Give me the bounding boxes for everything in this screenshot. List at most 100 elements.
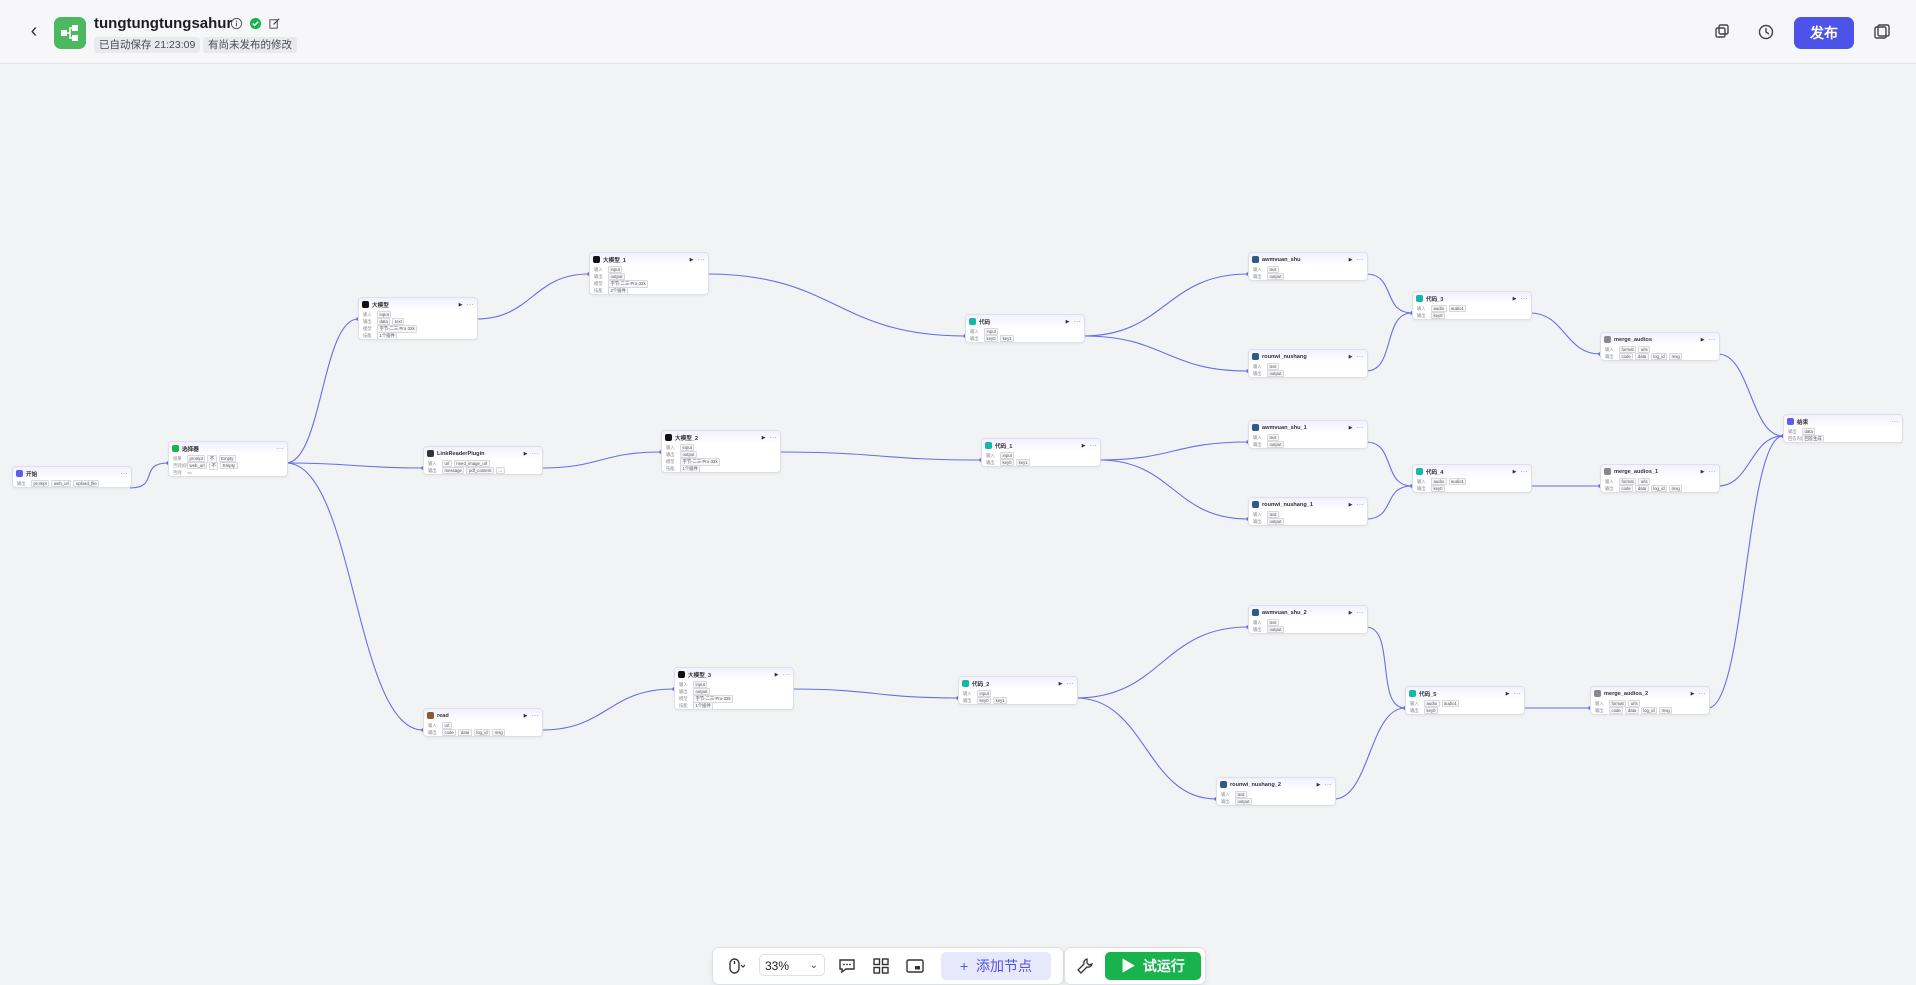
edge-awm-code3[interactable] <box>1365 273 1413 314</box>
more-icon[interactable]: ··· <box>1356 609 1364 616</box>
more-icon[interactable]: ··· <box>1356 256 1364 263</box>
more-icon[interactable]: ··· <box>1324 781 1332 788</box>
edge-bigmodel2-code1[interactable] <box>778 451 982 461</box>
edge-read-bigmodel3[interactable] <box>540 688 675 731</box>
test-run-button[interactable]: ▶ 试运行 <box>1105 952 1201 980</box>
play-icon[interactable]: ▶ <box>1065 318 1070 325</box>
edge-code2-rxu2[interactable] <box>1075 697 1217 800</box>
edge-bigmodel1-code[interactable] <box>706 273 966 337</box>
play-icon[interactable]: ▶ <box>689 256 694 263</box>
mouse-icon[interactable] <box>725 956 745 976</box>
play-icon[interactable]: ▶ <box>1348 501 1353 508</box>
play-icon[interactable]: ▶ <box>1348 424 1353 431</box>
play-icon[interactable]: ▶ <box>523 450 528 457</box>
edge-selector-link[interactable] <box>285 462 424 469</box>
play-icon[interactable]: ▶ <box>1512 468 1517 475</box>
more-icon[interactable]: ··· <box>1708 468 1716 475</box>
edge-awm1-code4[interactable] <box>1365 441 1413 487</box>
more-icon[interactable]: ··· <box>276 445 284 452</box>
more-icon[interactable]: ··· <box>1520 468 1528 475</box>
more-icon[interactable]: ··· <box>1066 680 1074 687</box>
edge-start-selector[interactable] <box>129 462 169 489</box>
play-icon[interactable]: ▶ <box>1316 781 1321 788</box>
grid-icon[interactable] <box>871 956 891 976</box>
edge-code-rxu[interactable] <box>1082 335 1249 372</box>
edge-bigmodel3-code2[interactable] <box>791 688 959 699</box>
play-icon[interactable]: ▶ <box>1348 353 1353 360</box>
more-icon[interactable]: ··· <box>1356 424 1364 431</box>
more-icon[interactable]: ··· <box>531 712 539 719</box>
edge-rxu1-code4[interactable] <box>1365 485 1413 520</box>
zoom-select[interactable]: 33%⌄ <box>759 954 825 976</box>
edge-code3-merge[interactable] <box>1529 312 1601 355</box>
edge-merge-end[interactable] <box>1717 353 1784 437</box>
layout-icon[interactable] <box>1872 22 1892 42</box>
play-icon[interactable]: ▶ <box>774 671 779 678</box>
add-node-button[interactable]: + 添加节点 <box>941 952 1051 980</box>
edge-code1-awm1[interactable] <box>1098 441 1249 461</box>
more-icon[interactable]: ··· <box>531 450 539 457</box>
publish-button[interactable]: 发布 <box>1794 17 1854 49</box>
back-icon[interactable]: ‹ <box>30 20 38 42</box>
play-icon[interactable]: ▶ <box>1081 442 1086 449</box>
play-icon[interactable]: ▶ <box>1512 295 1517 302</box>
play-icon[interactable]: ▶ <box>1348 256 1353 263</box>
more-icon[interactable]: ··· <box>782 671 790 678</box>
play-icon[interactable]: ▶ <box>458 301 463 308</box>
play-icon[interactable]: ▶ <box>1700 336 1705 343</box>
more-icon[interactable]: ··· <box>1520 295 1528 302</box>
history-icon[interactable] <box>1756 22 1776 42</box>
more-icon[interactable]: ··· <box>1513 690 1521 697</box>
more-icon[interactable]: ··· <box>697 256 705 263</box>
edge-code1-rxu1[interactable] <box>1098 459 1249 520</box>
more-icon[interactable]: ··· <box>1089 442 1097 449</box>
edge-selector-read[interactable] <box>285 462 424 731</box>
more-icon[interactable]: ··· <box>1891 418 1899 425</box>
edge-merge2-end[interactable] <box>1707 435 1784 709</box>
edge-link-bigmodel2[interactable] <box>540 451 662 469</box>
info-icon[interactable] <box>230 17 243 30</box>
play-icon[interactable]: ▶ <box>1058 680 1063 687</box>
wrench-icon[interactable] <box>1075 956 1095 976</box>
play-icon[interactable]: ▶ <box>761 434 766 441</box>
edge-code-awm[interactable] <box>1082 273 1249 337</box>
more-icon[interactable]: ··· <box>769 434 777 441</box>
play-icon[interactable]: ▶ <box>1700 468 1705 475</box>
more-icon[interactable]: ··· <box>1698 690 1706 697</box>
more-icon[interactable]: ··· <box>1073 318 1081 325</box>
edge-bigmodel-bigmodel1[interactable] <box>475 273 590 320</box>
comment-icon[interactable] <box>837 956 857 976</box>
play-icon[interactable]: ▶ <box>523 712 528 719</box>
edge-rxu2-code5[interactable] <box>1333 707 1406 800</box>
play-icon[interactable]: ▶ <box>1690 690 1695 697</box>
more-icon[interactable]: ··· <box>1708 336 1716 343</box>
edge-merge1-end[interactable] <box>1717 435 1784 487</box>
more-icon[interactable]: ··· <box>466 301 474 308</box>
edge-awm2-code5[interactable] <box>1365 626 1406 709</box>
edge-rxu-code3[interactable] <box>1365 312 1413 372</box>
minimap-icon[interactable] <box>905 956 925 976</box>
edge-selector-bigmodel[interactable] <box>285 318 359 464</box>
